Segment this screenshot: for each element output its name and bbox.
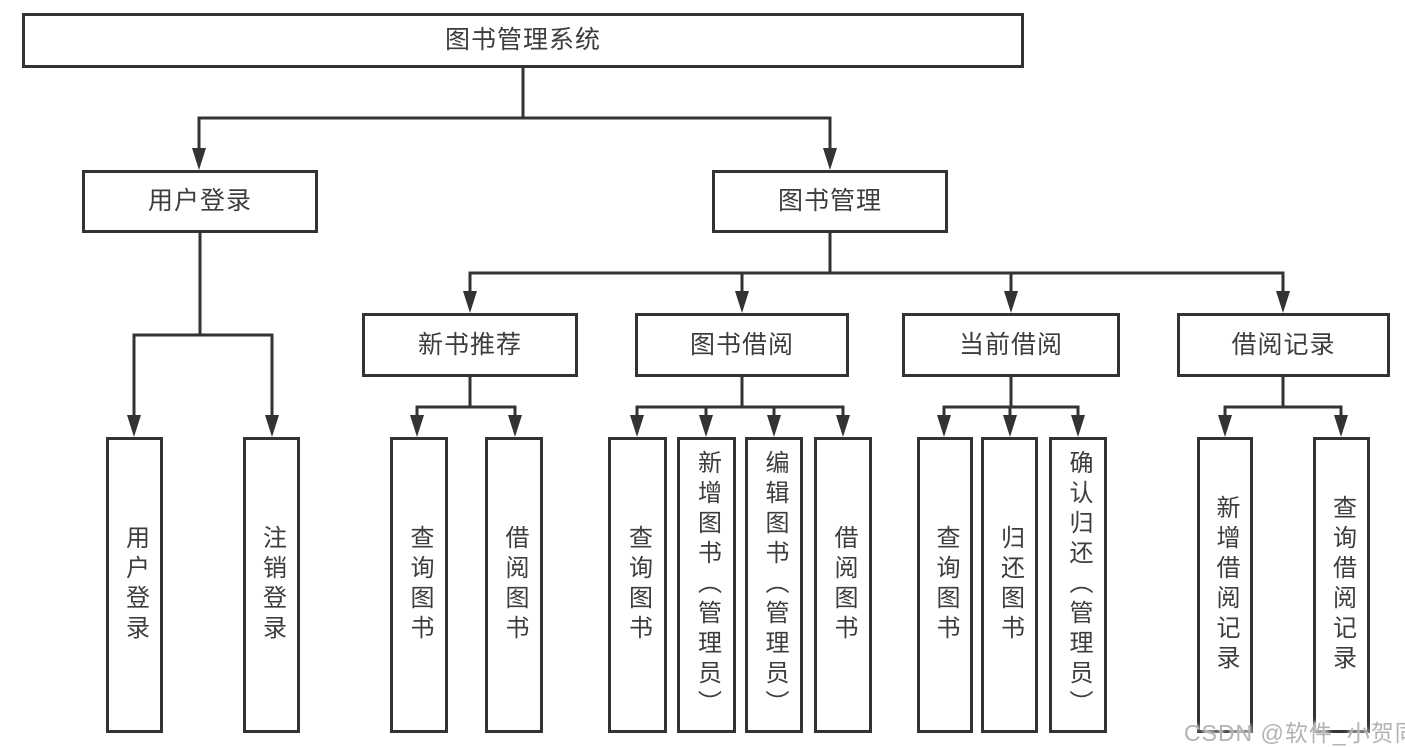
- leaf-borrow-books: 借阅图书: [814, 437, 872, 733]
- leaf-add-book-admin-label: 新增图书（管理员）: [693, 450, 721, 720]
- leaf-confirm-return-admin: 确认归还（管理员）: [1049, 437, 1107, 733]
- node-current-borrow: 当前借阅: [902, 313, 1120, 377]
- leaf-query-borrow-record: 查询借阅记录: [1313, 437, 1370, 733]
- leaf-query-borrow-record-label: 查询借阅记录: [1328, 495, 1356, 675]
- leaf-borrow-query-books: 查询图书: [608, 437, 667, 733]
- node-new-book-recommend-label: 新书推荐: [417, 330, 522, 359]
- node-book-borrow-label: 图书借阅: [689, 330, 794, 359]
- leaf-edit-book-admin-label: 编辑图书（管理员）: [761, 450, 788, 720]
- node-user-login: 用户登录: [82, 170, 318, 233]
- leaf-recommend-query-books-label: 查询图书: [406, 525, 433, 645]
- leaf-borrow-query-books-label: 查询图书: [624, 525, 652, 645]
- leaf-logout-label: 注销登录: [258, 525, 286, 645]
- leaf-edit-book-admin: 编辑图书（管理员）: [745, 437, 803, 733]
- node-book-borrow: 图书借阅: [635, 313, 849, 377]
- leaf-recommend-borrow-books: 借阅图书: [485, 437, 543, 733]
- node-book-management: 图书管理: [712, 170, 948, 233]
- leaf-borrow-books-label: 借阅图书: [830, 525, 857, 645]
- leaf-current-query-books: 查询图书: [917, 437, 973, 733]
- node-borrow-records-label: 借阅记录: [1231, 330, 1336, 359]
- leaf-confirm-return-admin-label: 确认归还（管理员）: [1065, 450, 1092, 720]
- node-user-login-label: 用户登录: [147, 187, 252, 215]
- node-root-label: 图书管理系统: [444, 26, 601, 54]
- leaf-logout: 注销登录: [243, 437, 300, 733]
- node-new-book-recommend: 新书推荐: [362, 313, 578, 377]
- leaf-current-query-books-label: 查询图书: [932, 525, 959, 645]
- leaf-add-borrow-record: 新增借阅记录: [1197, 437, 1253, 733]
- leaf-user-login: 用户登录: [106, 437, 163, 733]
- node-current-borrow-label: 当前借阅: [958, 330, 1063, 359]
- csdn-watermark: CSDN @软件_小贺同学: [1184, 720, 1405, 746]
- leaf-add-borrow-record-label: 新增借阅记录: [1212, 495, 1239, 675]
- leaf-return-books: 归还图书: [981, 437, 1038, 733]
- leaf-return-books-label: 归还图书: [996, 525, 1024, 645]
- leaf-recommend-borrow-books-label: 借阅图书: [501, 525, 528, 645]
- leaf-add-book-admin: 新增图书（管理员）: [677, 437, 736, 733]
- node-book-management-label: 图书管理: [777, 187, 882, 215]
- leaf-recommend-query-books: 查询图书: [390, 437, 448, 733]
- node-borrow-records: 借阅记录: [1177, 313, 1390, 377]
- leaf-user-login-label: 用户登录: [121, 525, 149, 645]
- node-root: 图书管理系统: [22, 13, 1024, 68]
